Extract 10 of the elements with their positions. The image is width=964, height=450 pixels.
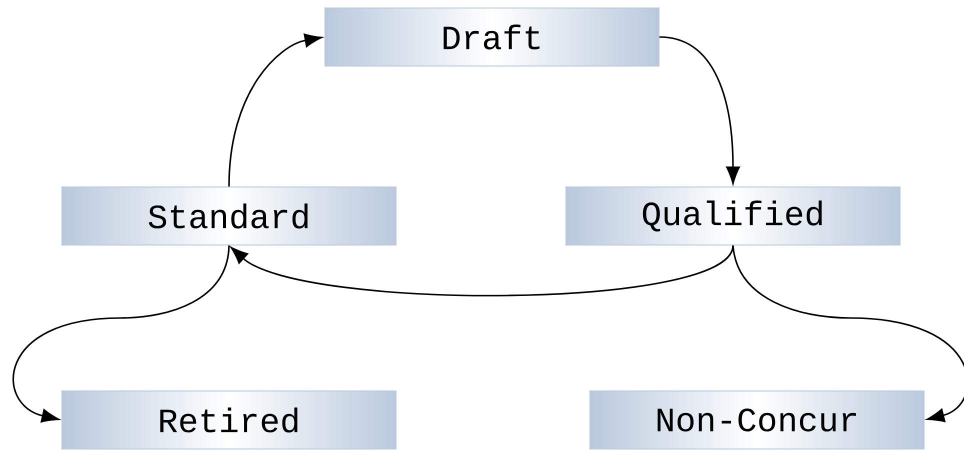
state-box: Qualified xyxy=(566,186,900,246)
state-box: Non-Concur xyxy=(590,390,924,450)
arrow xyxy=(732,245,964,422)
arrow xyxy=(230,245,734,296)
state-box: Retired xyxy=(62,390,396,450)
state-box: Draft xyxy=(324,8,660,66)
arrow xyxy=(12,245,230,423)
state-box: Standard xyxy=(62,186,396,246)
arrow xyxy=(659,36,740,184)
arrow xyxy=(228,34,322,187)
